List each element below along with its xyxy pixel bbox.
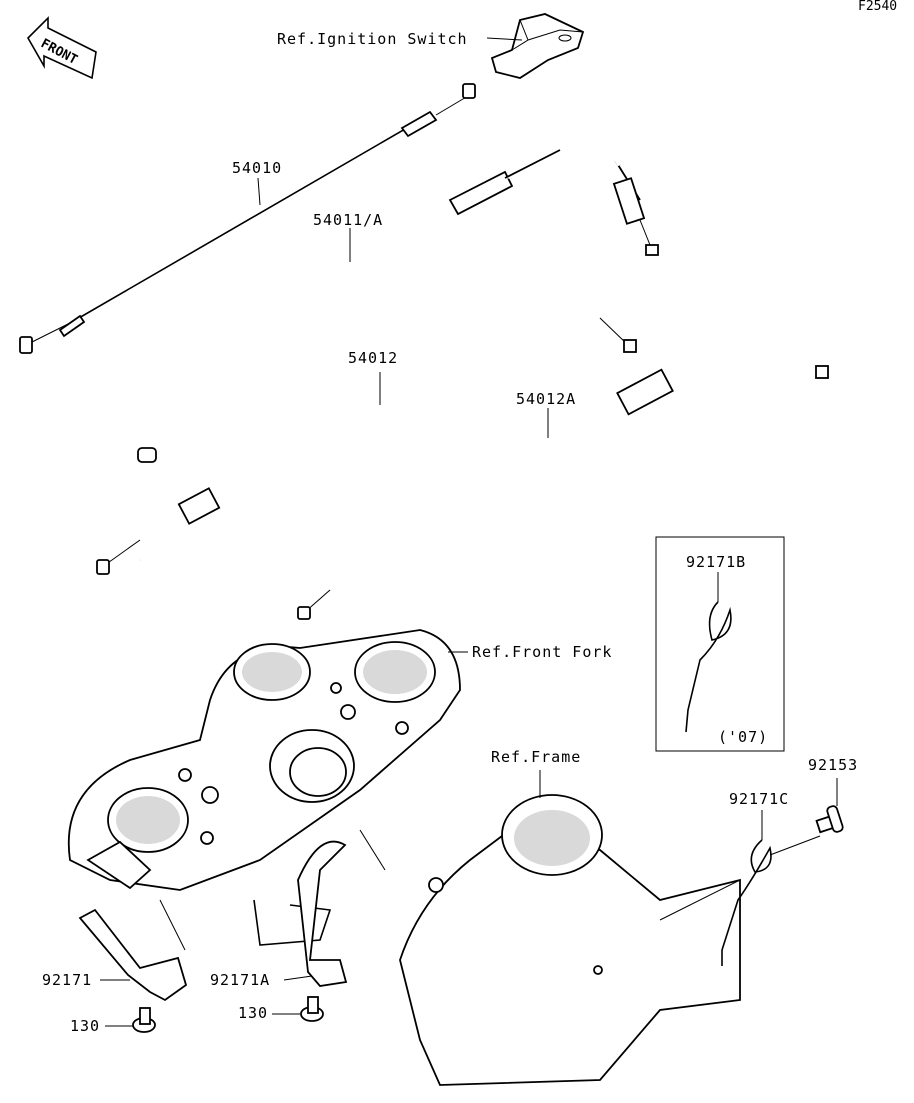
bracket-92171a bbox=[253, 840, 348, 987]
label-54012: 54012 bbox=[348, 349, 398, 367]
label-92171c: 92171C bbox=[729, 790, 789, 808]
clamp-92171b bbox=[685, 601, 732, 733]
bolt-130-right bbox=[300, 996, 324, 1022]
inset-box-92171b bbox=[655, 536, 785, 752]
label-92153: 92153 bbox=[808, 756, 858, 774]
label-92171: 92171 bbox=[42, 971, 92, 989]
label-130-right: 130 bbox=[238, 1004, 268, 1022]
label-ignition-switch: Ref.Ignition Switch bbox=[277, 30, 468, 48]
screw-92153 bbox=[815, 805, 844, 834]
label-54011a: 54011/A bbox=[313, 211, 383, 229]
upper-triple-clamp bbox=[67, 629, 461, 891]
label-92171a: 92171A bbox=[210, 971, 270, 989]
clamp-92171 bbox=[78, 908, 188, 1002]
ignition-switch-bracket bbox=[490, 13, 585, 79]
leader-92171a bbox=[283, 975, 313, 981]
leader-92171a-clamp bbox=[359, 829, 386, 871]
leader-92171-clamp bbox=[159, 899, 186, 951]
clamp-92171c bbox=[721, 839, 772, 966]
label-54012a: 54012A bbox=[516, 390, 576, 408]
label-92171b: 92171B bbox=[686, 553, 746, 571]
bolt-130-left bbox=[132, 1007, 156, 1033]
frame-head bbox=[399, 794, 741, 1086]
leader-54010 bbox=[257, 177, 261, 206]
cable-54012a bbox=[297, 337, 829, 620]
label-54010: 54010 bbox=[232, 159, 282, 177]
cable-54011a bbox=[137, 140, 659, 463]
cable-54010 bbox=[19, 83, 476, 354]
label-130-left: 130 bbox=[70, 1017, 100, 1035]
figure-code: F2540 bbox=[858, 0, 897, 14]
cable-54012 bbox=[96, 308, 637, 575]
leader-ignition bbox=[486, 37, 523, 41]
label-92171b-note: ('07) bbox=[718, 728, 768, 746]
front-arrow-icon: FRONT bbox=[27, 16, 97, 80]
label-front-fork: Ref.Front Fork bbox=[472, 643, 612, 661]
leader-92153-frame bbox=[769, 835, 821, 856]
leader-92171c-frame bbox=[659, 879, 741, 921]
label-frame: Ref.Frame bbox=[491, 748, 581, 766]
